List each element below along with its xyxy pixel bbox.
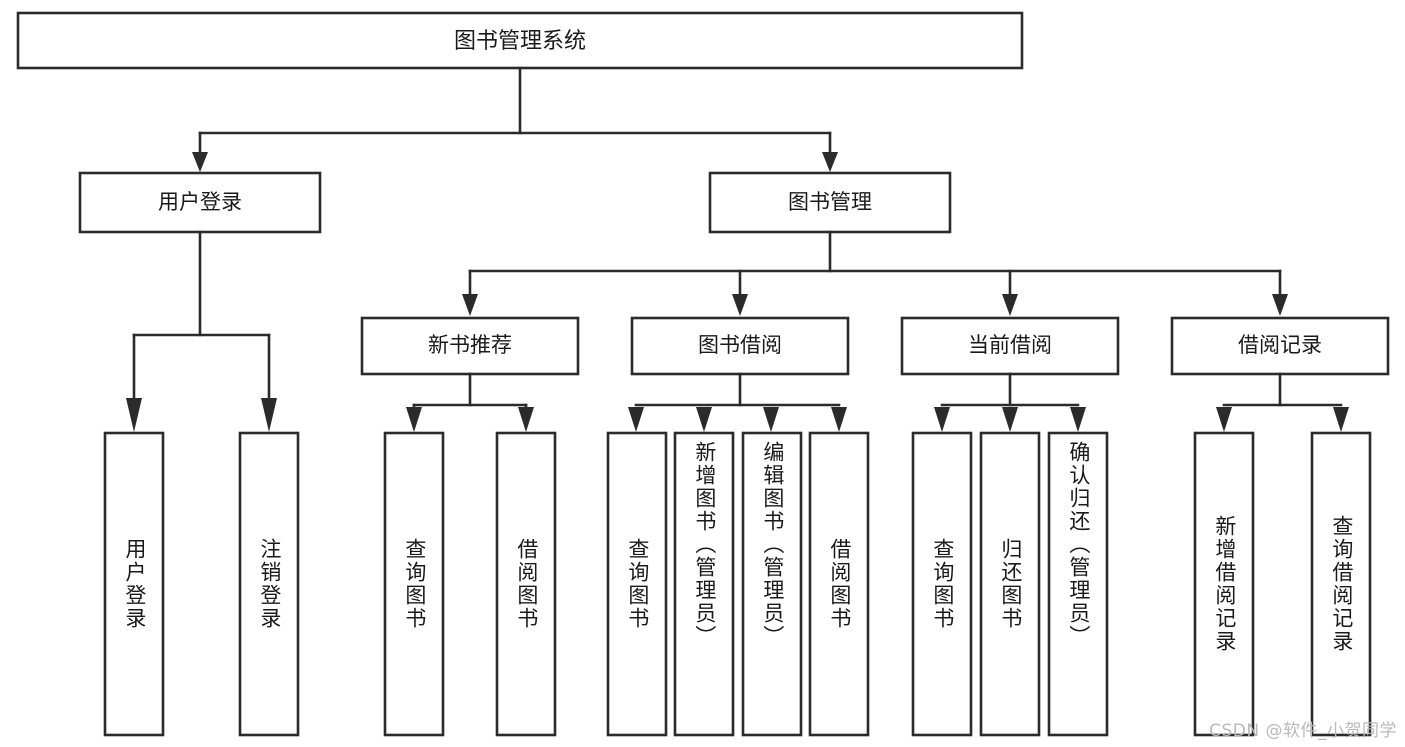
edges-current-borrow-to-leaves <box>934 372 1086 432</box>
arrow-head-borrow-record <box>1272 294 1288 316</box>
arrow-head-leaf-user-login-2 <box>261 398 277 432</box>
arrow-head-leaf-cb-1 <box>934 407 950 432</box>
leaf-box-bb-4[interactable] <box>808 431 870 737</box>
leaf-box-br-2[interactable] <box>1310 431 1372 737</box>
edges-borrow-record-to-leaves <box>1216 372 1349 432</box>
leaf-box-user-login-2[interactable] <box>238 431 300 737</box>
node-root-label: 图书管理系统 <box>454 29 586 54</box>
edges-root-to-level2 <box>192 66 838 172</box>
edges-book-manage-to-level3 <box>462 230 1288 316</box>
arrow-head-leaf-user-login-1 <box>126 398 142 432</box>
node-current-borrow[interactable]: 当前借阅 <box>900 316 1120 376</box>
arrow-head-leaf-bb-2 <box>696 407 712 432</box>
leaf-box-nbr-2[interactable] <box>495 431 557 737</box>
leaf-box-cb-1[interactable] <box>911 431 973 737</box>
arrow-head-leaf-bb-3 <box>763 407 779 432</box>
node-book-borrow[interactable]: 图书借阅 <box>630 316 850 376</box>
node-root-box[interactable] <box>16 11 1024 70</box>
node-book-manage-label: 图书管理 <box>788 190 872 214</box>
node-user-login-label: 用户登录 <box>158 190 242 214</box>
arrow-head-leaf-bb-1 <box>628 407 644 432</box>
arrow-head-book-manage <box>822 152 838 172</box>
node-borrow-record-label: 借阅记录 <box>1238 333 1322 357</box>
arrow-head-leaf-br-2 <box>1333 407 1349 432</box>
node-current-borrow-box[interactable] <box>900 316 1120 376</box>
csdn-watermark: CSDN @软件_小贺同学 <box>1209 721 1397 741</box>
edges-book-borrow-to-leaves <box>628 372 847 432</box>
node-new-book-recommend-box[interactable] <box>360 316 580 376</box>
arrow-head-leaf-cb-2 <box>1002 407 1018 432</box>
edges-user-login-to-leaves <box>126 230 277 432</box>
node-book-manage[interactable]: 图书管理 <box>708 171 952 234</box>
node-book-borrow-box[interactable] <box>630 316 850 376</box>
node-borrow-record[interactable]: 借阅记录 <box>1170 316 1390 376</box>
leaf-box-nbr-1[interactable] <box>383 431 445 737</box>
leaf-box-bb-1[interactable] <box>606 431 668 737</box>
leaf-box-br-1[interactable] <box>1193 431 1255 737</box>
edges-new-book-recommend-to-leaves <box>406 372 534 432</box>
leaf-box-cb-3[interactable] <box>1047 431 1109 737</box>
arrow-head-leaf-nbr-1 <box>406 407 422 432</box>
node-new-book-recommend-label: 新书推荐 <box>428 333 512 357</box>
leaf-box-bb-3[interactable] <box>741 431 803 737</box>
arrow-head-leaf-cb-3 <box>1070 407 1086 432</box>
arrow-head-new-book-recommend <box>462 294 478 316</box>
leaf-box-user-login-1[interactable] <box>103 431 165 737</box>
node-book-manage-box[interactable] <box>708 171 952 234</box>
arrow-head-leaf-nbr-2 <box>518 407 534 432</box>
node-borrow-record-box[interactable] <box>1170 316 1390 376</box>
node-book-borrow-label: 图书借阅 <box>698 333 782 357</box>
arrow-head-user-login <box>192 152 208 172</box>
leaf-box-cb-2[interactable] <box>979 431 1041 737</box>
node-current-borrow-label: 当前借阅 <box>968 333 1052 357</box>
leaf-box-bb-2[interactable] <box>673 431 735 737</box>
node-user-login[interactable]: 用户登录 <box>78 171 322 234</box>
arrow-head-leaf-br-1 <box>1216 407 1232 432</box>
arrow-head-book-borrow <box>732 294 748 316</box>
arrow-head-current-borrow <box>1002 294 1018 316</box>
arrow-head-leaf-bb-4 <box>831 407 847 432</box>
node-root[interactable]: 图书管理系统 <box>16 11 1024 70</box>
node-new-book-recommend[interactable]: 新书推荐 <box>360 316 580 376</box>
